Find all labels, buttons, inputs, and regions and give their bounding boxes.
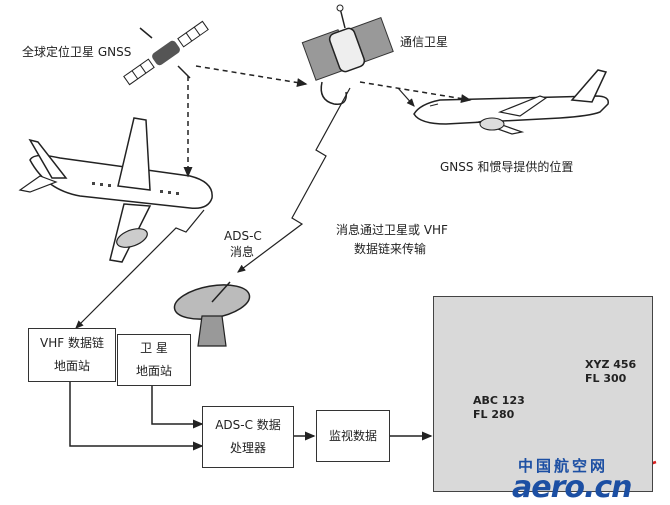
gnss-inertial-label: GNSS 和惯导提供的位置 [440,160,574,174]
sat-ground-line-2: 地面站 [135,364,172,378]
target-level-xyz: FL 300 [585,372,627,386]
vhf-ground-line-1: VHF 数据链 [40,336,104,351]
target-callsign-abc: ABC 123 [473,394,525,407]
adsc-processor-line-1: ADS-C 数据 [215,418,281,433]
target-label-xyz: XYZ 456 FL 300 [585,358,636,387]
adsc-processor-line-2: 处理器 [229,441,266,455]
comsat-label: 通信卫星 [400,35,449,49]
adsc-data-processor: ADS-C 数据 处理器 [202,406,294,468]
watermark-en: aero.cn [512,470,633,505]
surveillance-label: 监视数据 [328,428,377,443]
adsc-msg-label-2: 消息 [230,245,255,259]
radar-display [433,296,653,492]
target-label-abc: ABC 123 FL 280 [473,394,525,423]
vhf-ground-line-2: 地面站 [53,359,90,373]
surveillance-data-box: 监视数据 [316,410,390,462]
transfer-label-2: 数据链来传输 [354,242,427,256]
sat-ground-station: 卫 星 地面站 [117,334,191,386]
comm-satellite-icon [301,4,394,105]
target-level-abc: FL 280 [473,408,515,422]
adsc-msg-label-1: ADS-C [224,229,262,243]
gnss-label: 全球定位卫星 GNSS [22,45,132,59]
airliner-aircraft-icon [18,117,213,263]
target-callsign-xyz: XYZ 456 [585,358,637,371]
transfer-label-1: 消息通过卫星或 VHF [336,223,448,237]
watermark-cn: 中国航空网 [518,457,609,475]
gnss-satellite-icon [123,20,209,86]
sat-ground-line-1: 卫 星 [140,341,168,356]
satellite-dish-icon [173,281,251,347]
vhf-ground-station: VHF 数据链 地面站 [28,328,116,382]
cruise-aircraft-icon [413,69,609,135]
